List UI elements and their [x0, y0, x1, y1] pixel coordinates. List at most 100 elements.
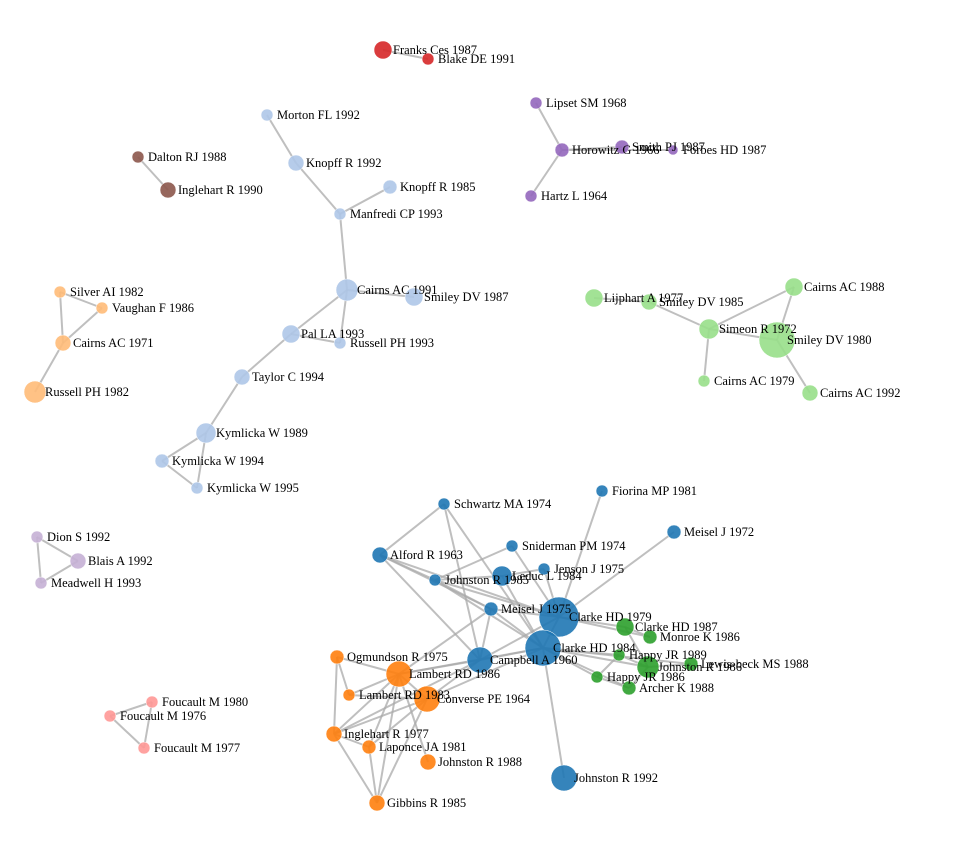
node-manfredi[interactable] — [333, 207, 347, 221]
node-clarke84[interactable] — [524, 629, 562, 667]
node-foucault77[interactable] — [137, 741, 151, 755]
node-forbes[interactable] — [667, 144, 679, 156]
node-taylor[interactable] — [233, 368, 251, 386]
node-converse[interactable] — [413, 685, 441, 713]
node-label-pal: Pal LA 1993 — [301, 327, 364, 341]
node-lambert86[interactable] — [385, 660, 413, 688]
node-ogmundson[interactable] — [329, 649, 345, 665]
node-meisel72[interactable] — [666, 524, 682, 540]
node-gibbins[interactable] — [368, 794, 386, 812]
node-lipset[interactable] — [529, 96, 543, 110]
node-label-cairns92: Cairns AC 1992 — [820, 386, 901, 400]
edge-ogmundson-inglehart77 — [333, 656, 338, 735]
node-lambert83[interactable] — [342, 688, 356, 702]
node-kym89[interactable] — [195, 422, 217, 444]
node-label-archer: Archer K 1988 — [639, 681, 714, 695]
node-label-lijphart: Lijphart A 1977 — [604, 291, 683, 305]
node-smiley80[interactable] — [758, 321, 796, 359]
node-label-schwartz: Schwartz MA 1974 — [454, 497, 552, 511]
edge-simeon-cairns88 — [708, 286, 795, 330]
node-cairns92[interactable] — [801, 384, 819, 402]
node-dion[interactable] — [30, 530, 44, 544]
node-layer — [23, 40, 819, 812]
node-label-cairns88: Cairns AC 1988 — [804, 280, 885, 294]
node-label-kym95: Kymlicka W 1995 — [207, 481, 299, 495]
node-laponce[interactable] — [361, 739, 377, 755]
node-label-knopff85: Knopff R 1985 — [400, 180, 475, 194]
node-monroe[interactable] — [642, 629, 658, 645]
node-hartz[interactable] — [524, 189, 538, 203]
node-label-jenson: Jenson J 1975 — [554, 562, 624, 576]
node-jenson[interactable] — [537, 562, 551, 576]
node-clarke87[interactable] — [615, 617, 635, 637]
node-johnston85[interactable] — [428, 573, 442, 587]
node-morton[interactable] — [260, 108, 274, 122]
node-happy86[interactable] — [590, 670, 604, 684]
node-pal[interactable] — [281, 324, 301, 344]
node-simeon[interactable] — [698, 318, 720, 340]
edge-converse-inglehart77 — [333, 698, 428, 735]
node-cairns71[interactable] — [54, 334, 72, 352]
node-silver[interactable] — [53, 285, 67, 299]
edge-lipset-horowitz — [535, 102, 563, 151]
node-label-kym94: Kymlicka W 1994 — [172, 454, 265, 468]
node-horowitz[interactable] — [554, 142, 570, 158]
node-blais[interactable] — [69, 552, 87, 570]
node-cairns88[interactable] — [784, 277, 804, 297]
node-meadwell[interactable] — [34, 576, 48, 590]
node-foucault76[interactable] — [103, 709, 117, 723]
node-inglehart77[interactable] — [325, 725, 343, 743]
node-sniderman[interactable] — [505, 539, 519, 553]
node-russell93[interactable] — [333, 336, 347, 350]
node-meisel75[interactable] — [483, 601, 499, 617]
edge-kym94-kym95 — [161, 460, 198, 489]
node-label-smithpj: Smith PJ 1987 — [632, 140, 705, 154]
node-label-hartz: Hartz L 1964 — [541, 189, 608, 203]
node-label-cairns79: Cairns AC 1979 — [714, 374, 795, 388]
node-smiley85[interactable] — [640, 293, 658, 311]
node-russell82[interactable] — [23, 380, 47, 404]
node-johnston92[interactable] — [550, 764, 578, 792]
node-leduc[interactable] — [491, 565, 513, 587]
node-lijphart[interactable] — [584, 288, 604, 308]
node-knopff85[interactable] — [382, 179, 398, 195]
node-label-inglehart77: Inglehart R 1977 — [344, 727, 429, 741]
node-clarke79[interactable] — [538, 596, 580, 638]
node-label-simeon: Simeon R 1972 — [719, 322, 797, 336]
edge-pal-taylor — [241, 333, 292, 378]
node-fiorina[interactable] — [595, 484, 609, 498]
edge-foucault80-foucault76 — [109, 701, 153, 717]
edge-campbell-lambert86 — [398, 659, 481, 675]
node-johnston88[interactable] — [419, 753, 437, 771]
node-label-lipset: Lipset SM 1968 — [546, 96, 627, 110]
node-alford[interactable] — [371, 546, 389, 564]
node-cairns79[interactable] — [697, 374, 711, 388]
node-archer[interactable] — [621, 680, 637, 696]
node-smiley87[interactable] — [404, 287, 424, 307]
node-kym95[interactable] — [190, 481, 204, 495]
node-johnston86[interactable] — [636, 655, 660, 679]
node-franks[interactable] — [373, 40, 393, 60]
node-smithpj[interactable] — [614, 139, 630, 155]
node-dalton[interactable] — [131, 150, 145, 164]
edge-laponce-gibbins — [368, 746, 378, 804]
node-inglehart90[interactable] — [159, 181, 177, 199]
edge-alford-clarke79 — [379, 554, 560, 618]
node-label-meisel75: Meisel J 1975 — [501, 602, 571, 616]
node-kym94[interactable] — [154, 453, 170, 469]
node-schwartz[interactable] — [437, 497, 451, 511]
node-cairns91[interactable] — [335, 278, 359, 302]
node-campbell[interactable] — [466, 646, 494, 674]
node-lewisbeck[interactable] — [683, 656, 699, 672]
edge-johnston85-leduc — [434, 575, 503, 581]
node-label-clarke79: Clarke HD 1979 — [569, 610, 652, 624]
edge-lambert86-johnston88 — [398, 673, 429, 763]
edge-silver-cairns71 — [59, 291, 64, 344]
node-foucault80[interactable] — [145, 695, 159, 709]
node-happy89[interactable] — [612, 648, 626, 662]
node-vaughan[interactable] — [95, 301, 109, 315]
node-knopff92[interactable] — [287, 154, 305, 172]
edge-smiley85-simeon — [648, 301, 710, 330]
node-blake[interactable] — [421, 52, 435, 66]
